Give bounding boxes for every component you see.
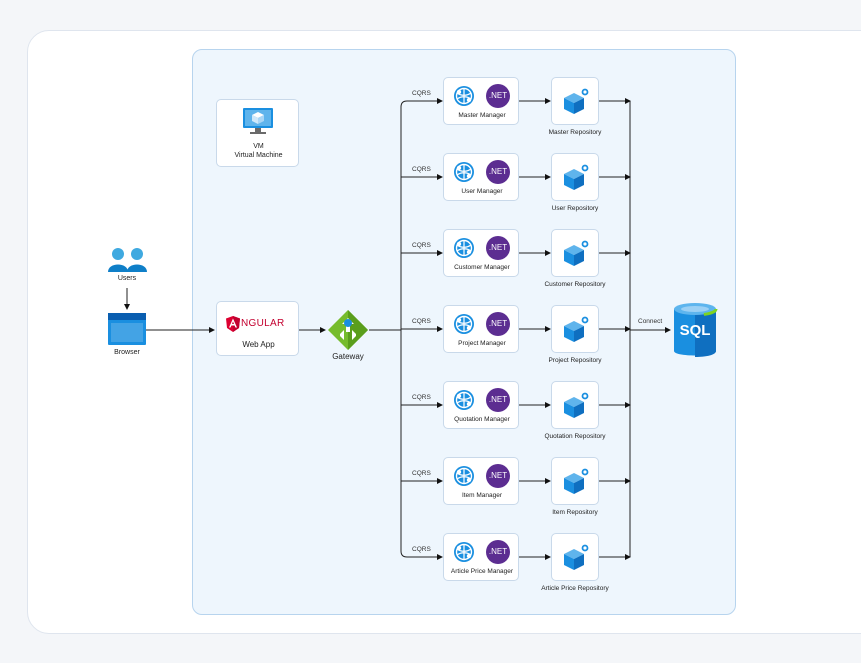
vm-sublabel: Virtual Machine [234, 152, 283, 159]
cqrs-label: CQRS [412, 470, 431, 477]
repository-node[interactable] [551, 229, 599, 277]
manager-node[interactable]: .NET Project Manager [443, 305, 519, 353]
manager-label: Article Price Manager [450, 568, 514, 575]
angular-shield-icon [226, 316, 240, 332]
manager-node[interactable]: .NET Article Price Manager [443, 533, 519, 581]
repository-label: Item Repository [552, 509, 598, 516]
web-app-globe-icon [453, 465, 475, 492]
manager-node[interactable]: .NET Quotation Manager [443, 381, 519, 429]
manager-node[interactable]: .NET User Manager [443, 153, 519, 201]
web-app-globe-icon [453, 85, 475, 112]
repository-cube-icon [562, 467, 590, 500]
web-app-globe-icon [453, 389, 475, 416]
repository-label: Project Repository [548, 357, 602, 364]
repository-node[interactable] [551, 533, 599, 581]
repository-node[interactable] [551, 153, 599, 201]
angular-wordmark: NGULAR [241, 318, 285, 329]
dotnet-icon: .NET [486, 236, 510, 260]
repository-label: Master Repository [548, 129, 602, 136]
virtual-machine-icon [243, 108, 273, 134]
sql-database-icon[interactable] [672, 301, 718, 359]
dotnet-icon: .NET [486, 464, 510, 488]
web-app-globe-icon [453, 313, 475, 340]
users-label: Users [117, 275, 137, 282]
gateway-icon[interactable] [327, 309, 369, 351]
vm-node[interactable]: VM Virtual Machine [216, 99, 299, 167]
connector-line [400, 98, 443, 108]
manager-label: Item Manager [461, 492, 503, 499]
repository-cube-icon [562, 315, 590, 348]
repository-cube-icon [562, 543, 590, 576]
repository-node[interactable] [551, 381, 599, 429]
repository-label: Article Price Repository [541, 585, 609, 592]
repository-label: Customer Repository [544, 281, 606, 288]
webapp-label: Web App [242, 340, 275, 349]
repository-node[interactable] [551, 77, 599, 125]
repository-label: Quotation Repository [544, 433, 606, 440]
manager-label: Project Manager [458, 340, 506, 347]
cqrs-label: CQRS [412, 166, 431, 173]
repository-cube-icon [562, 87, 590, 120]
browser-icon[interactable] [108, 313, 146, 345]
dotnet-icon: .NET [486, 388, 510, 412]
manager-node[interactable]: .NET Master Manager [443, 77, 519, 125]
repository-cube-icon [562, 391, 590, 424]
angular-logo: NGULAR [226, 316, 292, 332]
repository-label: User Repository [551, 205, 599, 212]
dotnet-icon: .NET [486, 540, 510, 564]
connect-label: Connect [638, 318, 663, 325]
manager-node[interactable]: .NET Item Manager [443, 457, 519, 505]
manager-label: Customer Manager [454, 264, 510, 271]
web-app-globe-icon [453, 237, 475, 264]
browser-label: Browser [114, 349, 140, 356]
cqrs-label: CQRS [412, 242, 431, 249]
web-app-globe-icon [453, 161, 475, 188]
connector-line [400, 550, 443, 560]
repository-node[interactable] [551, 305, 599, 353]
manager-label: Master Manager [458, 112, 506, 119]
cqrs-label: CQRS [412, 546, 431, 553]
dotnet-icon: .NET [486, 160, 510, 184]
web-app-globe-icon [453, 541, 475, 568]
manager-node[interactable]: .NET Customer Manager [443, 229, 519, 277]
repository-node[interactable] [551, 457, 599, 505]
manager-label: Quotation Manager [454, 416, 510, 423]
cqrs-label: CQRS [412, 90, 431, 97]
vm-label: VM [253, 143, 264, 150]
cqrs-label: CQRS [412, 318, 431, 325]
manager-label: User Manager [461, 188, 503, 195]
repository-cube-icon [562, 239, 590, 272]
dotnet-icon: .NET [486, 84, 510, 108]
sql-label: SQL [679, 322, 711, 339]
gateway-label: Gateway [332, 352, 364, 361]
cqrs-label: CQRS [412, 394, 431, 401]
users-icon [108, 248, 147, 272]
dotnet-icon: .NET [486, 312, 510, 336]
repository-cube-icon [562, 163, 590, 196]
webapp-node[interactable]: NGULAR Web App [216, 301, 299, 356]
